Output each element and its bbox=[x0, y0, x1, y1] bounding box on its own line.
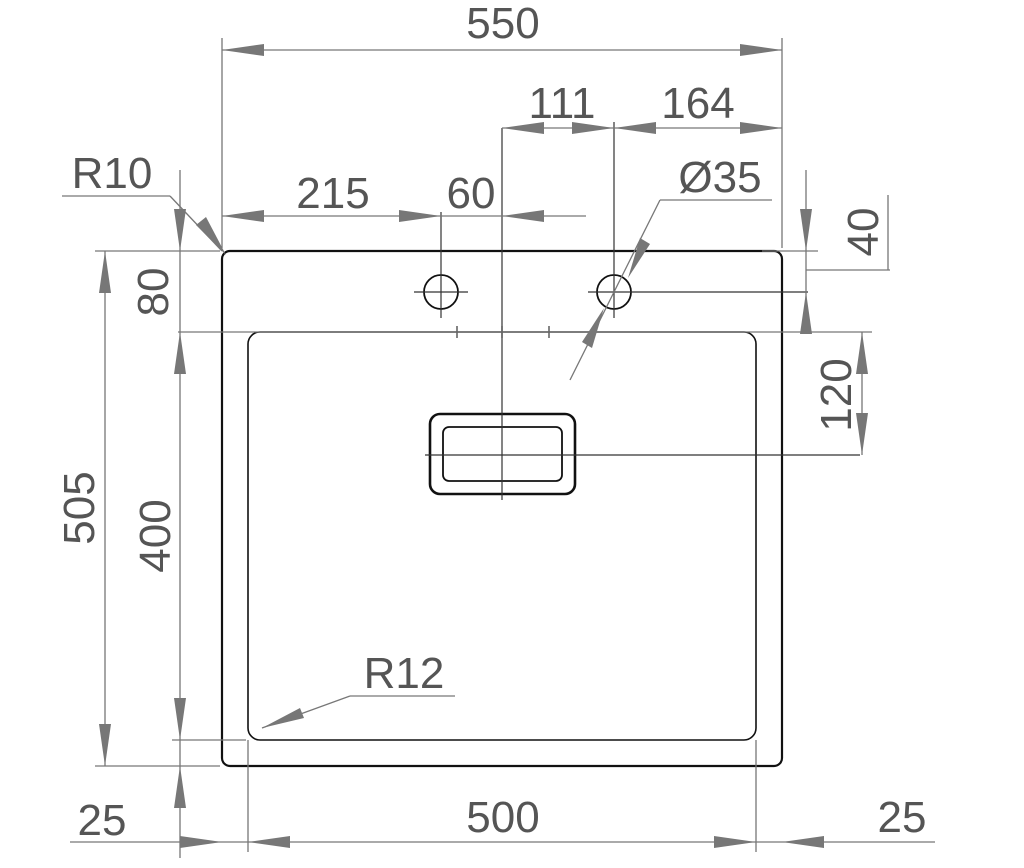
dim-corner-radius-inner: R12 bbox=[364, 649, 445, 698]
dimension-lines bbox=[62, 44, 935, 858]
extension-lines bbox=[95, 38, 890, 852]
dim-overall-width: 550 bbox=[466, 0, 539, 48]
dim-bottom-right-margin: 25 bbox=[878, 793, 927, 842]
dim-left-to-hole: 215 bbox=[296, 169, 369, 218]
dim-bowl-width: 500 bbox=[466, 793, 539, 842]
dim-bowl-depth: 400 bbox=[131, 499, 180, 572]
dim-deck-depth: 80 bbox=[129, 268, 178, 317]
dim-hole-top-offset: 40 bbox=[839, 208, 888, 257]
dim-tap-offset: 111 bbox=[529, 79, 596, 128]
dim-hole-diameter: Ø35 bbox=[678, 153, 761, 202]
dimension-labels: 550 111 164 R10 215 60 Ø35 40 80 120 505… bbox=[55, 0, 926, 845]
dim-corner-radius-outer: R10 bbox=[72, 149, 153, 198]
dim-overall-depth: 505 bbox=[55, 471, 104, 544]
dim-right-offset: 164 bbox=[661, 79, 734, 128]
dim-drain-offset: 120 bbox=[812, 358, 861, 431]
dim-bottom-left-margin: 25 bbox=[78, 796, 127, 845]
dim-hole-spacing: 60 bbox=[447, 169, 496, 218]
